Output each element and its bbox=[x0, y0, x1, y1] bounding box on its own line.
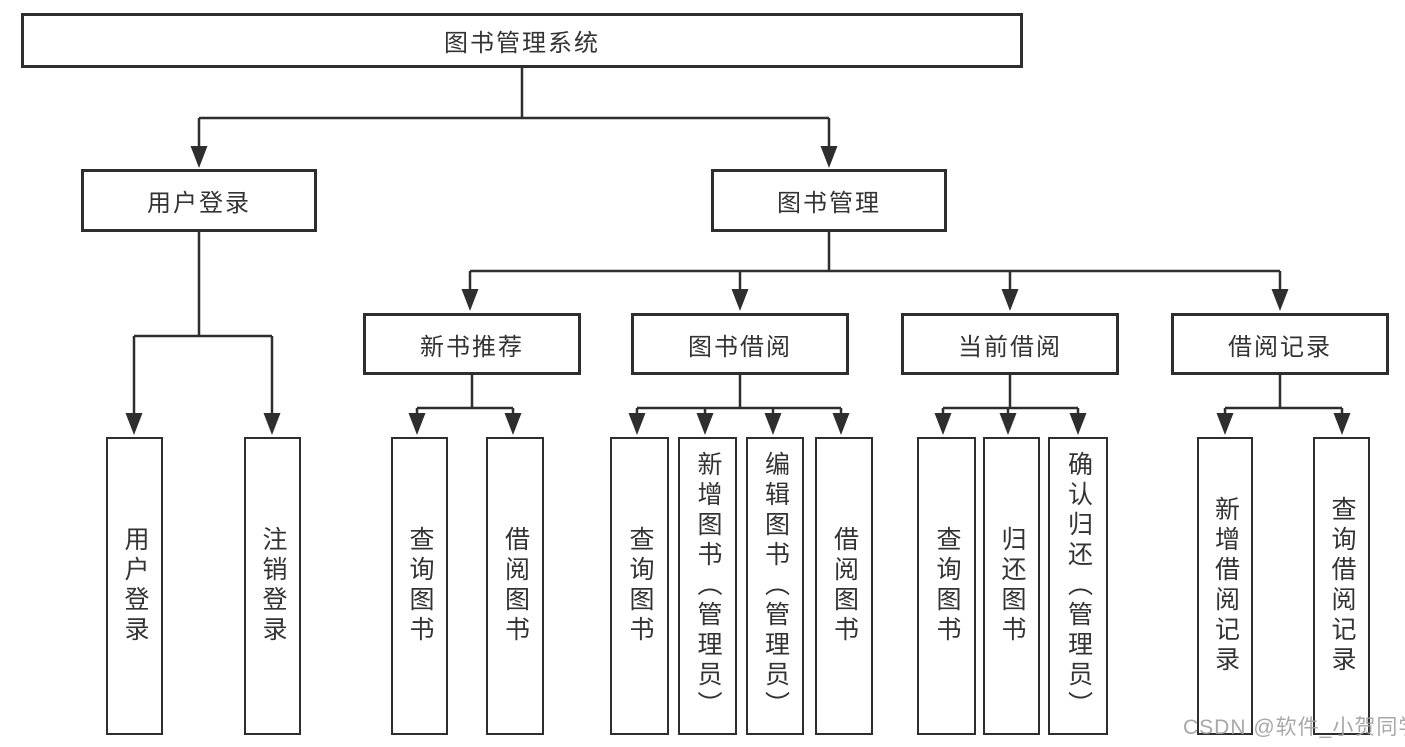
node-book-management-label: 图书管理 bbox=[777, 190, 881, 217]
connector-newbook-to-children bbox=[415, 375, 515, 416]
leaf-query-book-2-label: 查询图书 bbox=[626, 526, 654, 646]
leaf-query-book-1-label: 查询图书 bbox=[406, 526, 434, 646]
node-borrow-record: 借阅记录 bbox=[1171, 313, 1389, 375]
leaf-confirm-return-admin: 确认归还（管理员） bbox=[1048, 437, 1108, 735]
leaf-return-book-label: 归还图书 bbox=[998, 526, 1026, 646]
arrow-down-icon bbox=[731, 289, 749, 311]
node-borrow-record-label: 借阅记录 bbox=[1228, 333, 1332, 361]
arrow-down-icon bbox=[190, 146, 208, 168]
node-current-borrow-label: 当前借阅 bbox=[958, 333, 1062, 361]
arrow-down-icon bbox=[999, 413, 1017, 435]
arrow-down-icon bbox=[461, 289, 479, 311]
connector-root-to-level2 bbox=[197, 68, 831, 150]
node-current-borrow: 当前借阅 bbox=[901, 313, 1119, 375]
node-new-book-recommend-label: 新书推荐 bbox=[420, 333, 524, 361]
connector-bookborrow-to-children bbox=[635, 375, 843, 416]
leaf-add-book-admin: 新增图书（管理员） bbox=[678, 437, 737, 735]
leaf-query-book-3: 查询图书 bbox=[917, 437, 976, 735]
leaf-logout: 注销登录 bbox=[244, 437, 301, 735]
leaf-add-borrow-record-label: 新增借阅记录 bbox=[1211, 496, 1240, 676]
connector-arrows bbox=[125, 146, 1351, 435]
arrow-down-icon bbox=[1001, 289, 1019, 311]
connector-userlogin-to-children bbox=[132, 232, 274, 416]
leaf-user-login: 用户登录 bbox=[106, 437, 163, 735]
leaf-confirm-return-admin-label: 确认归还（管理员） bbox=[1064, 451, 1093, 721]
node-new-book-recommend: 新书推荐 bbox=[363, 313, 581, 375]
arrow-down-icon bbox=[408, 413, 426, 435]
arrow-down-icon bbox=[1271, 289, 1289, 311]
leaf-return-book: 归还图书 bbox=[983, 437, 1040, 735]
arrow-down-icon bbox=[764, 413, 782, 435]
leaf-borrow-book-2-label: 借阅图书 bbox=[830, 526, 859, 646]
arrow-down-icon bbox=[934, 413, 952, 435]
leaf-edit-book-admin: 编辑图书（管理员） bbox=[746, 437, 804, 735]
leaf-user-login-label: 用户登录 bbox=[121, 526, 149, 646]
node-book-borrow: 图书借阅 bbox=[631, 313, 849, 375]
leaf-query-borrow-record: 查询借阅记录 bbox=[1313, 437, 1370, 735]
arrow-down-icon bbox=[696, 413, 714, 435]
leaf-borrow-book-2: 借阅图书 bbox=[815, 437, 873, 735]
connector-bookmgmt-to-level3 bbox=[468, 232, 1282, 293]
node-root-label: 图书管理系统 bbox=[444, 30, 600, 57]
arrow-down-icon bbox=[125, 413, 143, 435]
arrow-down-icon bbox=[1216, 413, 1234, 435]
arrow-down-icon bbox=[504, 413, 522, 435]
arrow-down-icon bbox=[1333, 413, 1351, 435]
arrow-down-icon bbox=[832, 413, 850, 435]
leaf-query-book-2: 查询图书 bbox=[610, 437, 669, 735]
leaf-edit-book-admin-label: 编辑图书（管理员） bbox=[761, 451, 790, 721]
leaf-borrow-book-1: 借阅图书 bbox=[486, 437, 544, 735]
leaf-add-book-admin-label: 新增图书（管理员） bbox=[694, 451, 722, 721]
node-user-login: 用户登录 bbox=[81, 169, 317, 232]
leaf-logout-label: 注销登录 bbox=[259, 526, 287, 646]
node-root: 图书管理系统 bbox=[21, 13, 1023, 68]
connector-segments bbox=[132, 68, 1344, 416]
arrow-down-icon bbox=[820, 146, 838, 168]
arrow-down-icon bbox=[628, 413, 646, 435]
arrow-down-icon bbox=[1069, 413, 1087, 435]
connector-borrowrecord-to-children bbox=[1223, 375, 1344, 416]
leaf-query-borrow-record-label: 查询借阅记录 bbox=[1328, 496, 1356, 676]
csdn-watermark: CSDN @软件_小贺同学 bbox=[1183, 716, 1405, 739]
leaf-query-book-3-label: 查询图书 bbox=[933, 526, 961, 646]
node-book-borrow-label: 图书借阅 bbox=[688, 333, 792, 361]
leaf-query-book-1: 查询图书 bbox=[391, 437, 448, 735]
arrow-down-icon bbox=[263, 413, 281, 435]
node-book-management: 图书管理 bbox=[711, 169, 947, 232]
connector-currentborrow-to-children bbox=[941, 375, 1080, 416]
leaf-borrow-book-1-label: 借阅图书 bbox=[501, 526, 530, 646]
node-user-login-label: 用户登录 bbox=[147, 190, 251, 217]
leaf-add-borrow-record: 新增借阅记录 bbox=[1197, 437, 1253, 735]
